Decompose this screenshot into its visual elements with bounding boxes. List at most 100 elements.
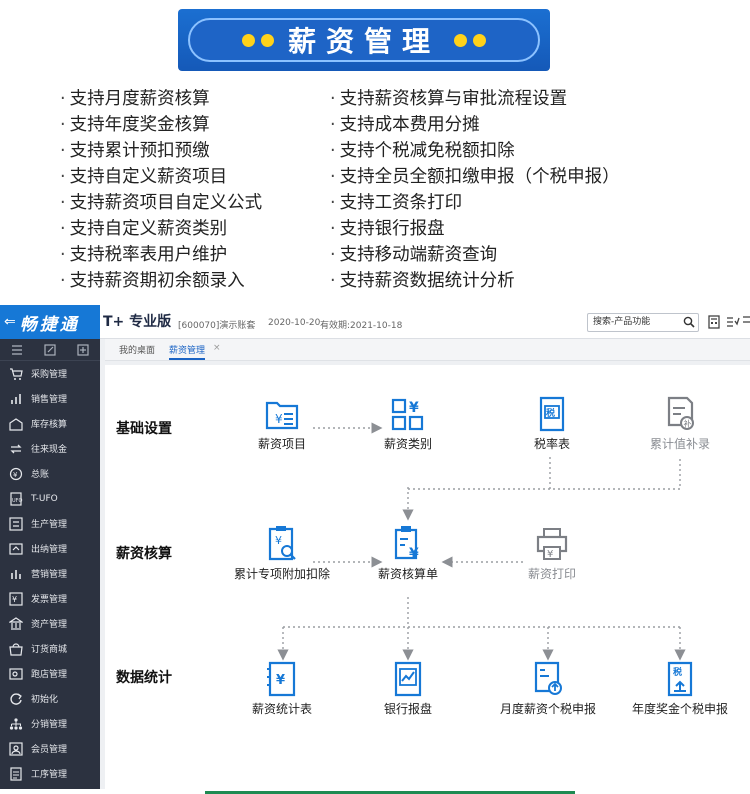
app-logo[interactable]: ⇐ 畅捷通 [0, 305, 100, 339]
svg-text:¥: ¥ [276, 673, 285, 688]
mall-icon [9, 642, 23, 656]
node-label: 薪资核算单 [377, 567, 438, 581]
document-add-icon: 补 [667, 396, 694, 430]
dots-right [454, 33, 486, 47]
login-date: 2020-10-20 [268, 318, 321, 328]
node-salary-category[interactable]: ¥ 薪资类别 [353, 395, 463, 451]
node-salary-stats[interactable]: ¥ 薪资统计表 [227, 660, 337, 716]
feature-item: 支持年度奖金核算 [60, 112, 262, 138]
banner-title: 薪资管理 [287, 25, 440, 58]
svg-text:¥: ¥ [275, 412, 283, 426]
bank-trend-icon [394, 661, 422, 697]
sidebar-item[interactable]: 采购管理 [0, 361, 100, 386]
node-annual-tax[interactable]: 税 年度奖金个税申报 [625, 660, 735, 716]
sidebar-item-label: 发票管理 [31, 595, 68, 605]
tab-close-icon[interactable]: × [213, 343, 221, 353]
node-monthly-tax[interactable]: 月度薪资个税申报 [493, 660, 603, 716]
sidebar-item-label: 营销管理 [31, 570, 68, 580]
marketing-icon [11, 569, 21, 579]
node-label: 税率表 [533, 437, 570, 451]
sidebar-item-label: 订货商城 [31, 645, 68, 655]
member-icon [9, 741, 23, 756]
clipboard-yuan-icon: ¥ [394, 526, 419, 562]
search-input[interactable]: 搜索-产品功能 [587, 313, 699, 332]
sidebar-item-label: 资产管理 [31, 620, 68, 630]
search-placeholder: 搜索-产品功能 [593, 317, 651, 327]
sidebar-item[interactable]: 出纳管理 [0, 536, 100, 561]
node-cumulative-entry[interactable]: 补 累计值补录 [625, 395, 735, 451]
feature-item: 支持全员全额扣缴申报（个税申报） [330, 164, 620, 190]
node-tax-table[interactable]: 税 税率表 [497, 395, 607, 451]
menu-icon[interactable] [11, 344, 23, 356]
sidebar-item-label: 销售管理 [31, 395, 68, 405]
feature-item: 支持移动端薪资查询 [330, 242, 620, 268]
feature-item: 支持成本费用分摊 [330, 112, 620, 138]
valid-date: 有效期:2021-10-18 [320, 321, 403, 331]
list-settings-icon[interactable] [726, 315, 740, 329]
report-book-icon: ¥ [267, 661, 296, 697]
more-icon[interactable] [742, 315, 750, 329]
node-salary-print[interactable]: ¥ 薪资打印 [497, 525, 607, 581]
sidebar-item[interactable]: 销售管理 [0, 386, 100, 411]
sidebar-item[interactable]: 会员管理 [0, 736, 100, 761]
node-label: 年度奖金个税申报 [631, 702, 728, 716]
sidebar-item[interactable]: 营销管理 [0, 561, 100, 586]
svg-text:¥: ¥ [409, 546, 419, 562]
sidebar-item[interactable]: ¥ 发票管理 [0, 586, 100, 611]
sidebar-item[interactable]: 往来现金 [0, 436, 100, 461]
node-label: 薪资类别 [383, 437, 432, 451]
sidebar-item[interactable]: 生产管理 [0, 511, 100, 536]
node-bank-offer[interactable]: 银行报盘 [353, 660, 463, 716]
node-label: 薪资统计表 [251, 702, 312, 716]
sidebar-item[interactable]: 库存核算 [0, 411, 100, 436]
collapse-arrow-icon[interactable]: ⇐ [4, 314, 16, 330]
svg-text:UFO: UFO [12, 498, 23, 504]
svg-text:¥: ¥ [409, 400, 419, 416]
search-icon[interactable] [683, 316, 695, 328]
svg-text:税: 税 [673, 666, 682, 678]
sidebar-item-label: 工序管理 [31, 770, 68, 780]
node-salary-item[interactable]: ¥ 薪资项目 [227, 395, 337, 451]
node-special-deduction[interactable]: ¥ 累计专项附加扣除 [227, 525, 337, 581]
sidebar-item[interactable]: 初始化 [0, 686, 100, 711]
tab-my-desktop[interactable]: 我的桌面 [119, 346, 156, 356]
banner-pill: 薪资管理 [188, 18, 540, 62]
node-label: 银行报盘 [383, 702, 432, 716]
sidebar-item[interactable]: 订货商城 [0, 636, 100, 661]
product-name: T+ 专业版 [103, 314, 172, 330]
add-icon[interactable] [77, 343, 89, 356]
clipboard-search-icon: ¥ [268, 526, 296, 561]
exchange-icon [10, 444, 22, 453]
sidebar-item-label: 初始化 [31, 695, 59, 705]
feature-item: 支持工资条打印 [330, 190, 620, 216]
feature-item: 支持个税减免税额扣除 [330, 138, 620, 164]
app-window: ⇐ 畅捷通 T+ 专业版 [600070]演示账套 2020-10-20 有效期… [0, 305, 750, 789]
feature-item: 支持银行报盘 [330, 216, 620, 242]
cart-icon [10, 367, 23, 380]
node-salary-sheet[interactable]: ¥ 薪资核算单 [353, 525, 463, 581]
svg-text:补: 补 [684, 419, 692, 429]
sidebar-item[interactable]: 工序管理 [0, 761, 100, 786]
tab-salary-management[interactable]: 薪资管理 [169, 343, 206, 360]
logo-text: 畅捷通 [19, 314, 80, 335]
sidebar-item-label: 采购管理 [31, 370, 68, 380]
edit-icon[interactable] [44, 343, 56, 356]
sidebar-item[interactable]: 分销管理 [0, 711, 100, 736]
production-icon [9, 516, 23, 531]
feature-item: 支持月度薪资核算 [60, 86, 262, 112]
section-basic-settings: 基础设置 [116, 421, 172, 437]
sidebar-item[interactable]: 资产管理 [0, 611, 100, 636]
feature-item: 支持自定义薪资类别 [60, 216, 262, 242]
calculator-icon[interactable] [707, 315, 721, 329]
tax-document-icon: 税 [539, 396, 565, 432]
svg-text:¥: ¥ [275, 534, 282, 547]
printer-icon: ¥ [536, 528, 568, 560]
sidebar-item[interactable]: ¥总账 [0, 461, 100, 486]
feature-item: 支持薪资期初余额录入 [60, 268, 262, 294]
invoice-icon: ¥ [9, 591, 23, 606]
svg-text:¥: ¥ [12, 595, 17, 604]
account-name[interactable]: [600070]演示账套 [178, 321, 256, 331]
sidebar-item[interactable]: 跑店管理 [0, 661, 100, 686]
